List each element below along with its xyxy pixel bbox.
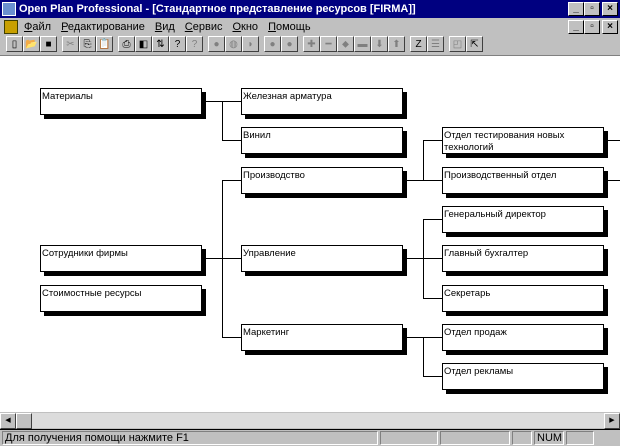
transfer-icon[interactable]: ⇅ (152, 36, 169, 52)
connector-line (202, 258, 222, 259)
title-bar: Open Plan Professional - [Стандартное пр… (0, 0, 620, 18)
horizontal-scrollbar[interactable]: ◀ ▶ (0, 412, 620, 429)
circle-icon[interactable]: ● (208, 36, 225, 52)
link-icon[interactable]: ⬥ (337, 36, 354, 52)
connector-line (423, 337, 424, 377)
connector-line (222, 101, 223, 141)
resource-node[interactable]: Главный бухгалтер (442, 245, 604, 272)
resource-node[interactable]: Производственный отдел (442, 167, 604, 194)
minimize-button[interactable]: _ (568, 2, 584, 16)
connector-line (604, 180, 620, 181)
resource-node[interactable]: Производство (241, 167, 403, 194)
unlink-icon[interactable]: ▬ (354, 36, 371, 52)
zoom-icon[interactable]: Z (410, 36, 427, 52)
half-circle-icon[interactable]: ◗ (242, 36, 259, 52)
save-icon[interactable]: ■ (40, 36, 57, 52)
status-help-text: Для получения помощи нажмите F1 (2, 431, 378, 445)
context-help-icon[interactable]: ? (186, 36, 203, 52)
connector-line (403, 258, 423, 259)
close-button[interactable]: × (602, 2, 618, 16)
add-icon[interactable]: ✚ (303, 36, 320, 52)
circle-detail-icon[interactable]: ◍ (225, 36, 242, 52)
resource-node[interactable]: Стоимостные ресурсы (40, 285, 202, 312)
toolbar: ▯📂■✂⎘📋⎙◧⇅??●◍◗●●✚━⬥▬⬇⬆Z☰◰⇱ (0, 36, 620, 52)
status-bar: Для получения помощи нажмите F1 NUM (0, 429, 620, 446)
circle-b-icon[interactable]: ● (281, 36, 298, 52)
resource-node[interactable]: Железная арматура (241, 88, 403, 115)
print-preview-icon[interactable]: ◧ (135, 36, 152, 52)
connector-line (222, 337, 242, 338)
connector-line (222, 258, 242, 259)
connector-line (423, 219, 443, 220)
status-pane (566, 431, 594, 445)
connector-line (423, 180, 443, 181)
connector-line (222, 180, 242, 181)
connector-line (202, 101, 222, 102)
menu-bar: Файл Редактирование Вид Сервис Окно Помо… (0, 18, 620, 36)
connector-line (423, 298, 443, 299)
circle-a-icon[interactable]: ● (264, 36, 281, 52)
resource-node[interactable]: Генеральный директор (442, 206, 604, 233)
scroll-left-icon[interactable]: ◀ (0, 413, 16, 429)
move-down-icon[interactable]: ⬇ (371, 36, 388, 52)
notes-icon[interactable]: ☰ (427, 36, 444, 52)
menu-service[interactable]: Сервис (184, 21, 223, 33)
connector-line (604, 140, 620, 141)
app-icon (2, 2, 16, 16)
open-folder-icon[interactable]: 📂 (23, 36, 40, 52)
connector-line (222, 101, 242, 102)
document-icon[interactable] (4, 20, 18, 34)
resource-node[interactable]: Сотрудники фирмы (40, 245, 202, 272)
connector-line (403, 180, 423, 181)
connector-line (423, 376, 443, 377)
doc-minimize-button[interactable]: _ (568, 20, 584, 34)
menu-file[interactable]: Файл (24, 21, 52, 33)
connector-line (222, 180, 223, 338)
menu-view[interactable]: Вид (154, 21, 175, 33)
remove-icon[interactable]: ━ (320, 36, 337, 52)
doc-close-button[interactable]: × (602, 20, 618, 34)
resource-node[interactable]: Отдел тестирования новых технологий (442, 127, 604, 154)
menu-window[interactable]: Окно (232, 21, 259, 33)
move-up-icon[interactable]: ⬆ (388, 36, 405, 52)
scroll-right-icon[interactable]: ▶ (604, 413, 620, 429)
resource-node[interactable]: Отдел рекламы (442, 363, 604, 390)
doc-restore-button[interactable]: ▫ (584, 20, 600, 34)
cut-icon[interactable]: ✂ (62, 36, 79, 52)
print-icon[interactable]: ⎙ (118, 36, 135, 52)
connector-line (222, 140, 242, 141)
scroll-thumb[interactable] (16, 413, 32, 429)
help-icon[interactable]: ? (169, 36, 186, 52)
connector-line (423, 219, 424, 299)
resource-node[interactable]: Материалы (40, 88, 202, 115)
resource-node[interactable]: Маркетинг (241, 324, 403, 351)
layout-icon[interactable]: ◰ (449, 36, 466, 52)
connector-line (423, 337, 443, 338)
resource-node[interactable]: Винил (241, 127, 403, 154)
status-pane (440, 431, 510, 445)
connector-line (403, 337, 423, 338)
fit-window-icon[interactable]: ⇱ (466, 36, 483, 52)
new-file-icon[interactable]: ▯ (6, 36, 23, 52)
connector-line (423, 140, 443, 141)
window-title: Open Plan Professional - [Стандартное пр… (19, 3, 416, 15)
resource-node[interactable]: Отдел продаж (442, 324, 604, 351)
maximize-button[interactable]: ▫ (584, 2, 600, 16)
status-pane (380, 431, 438, 445)
menu-edit[interactable]: Редактирование (61, 21, 145, 33)
status-num: NUM (534, 431, 564, 445)
status-pane (512, 431, 532, 445)
connector-line (423, 258, 443, 259)
connector-line (423, 140, 424, 181)
paste-icon[interactable]: 📋 (96, 36, 113, 52)
copy-icon[interactable]: ⎘ (79, 36, 96, 52)
resource-node[interactable]: Управление (241, 245, 403, 272)
resource-node[interactable]: Секретарь (442, 285, 604, 312)
menu-help[interactable]: Помощь (268, 21, 311, 33)
